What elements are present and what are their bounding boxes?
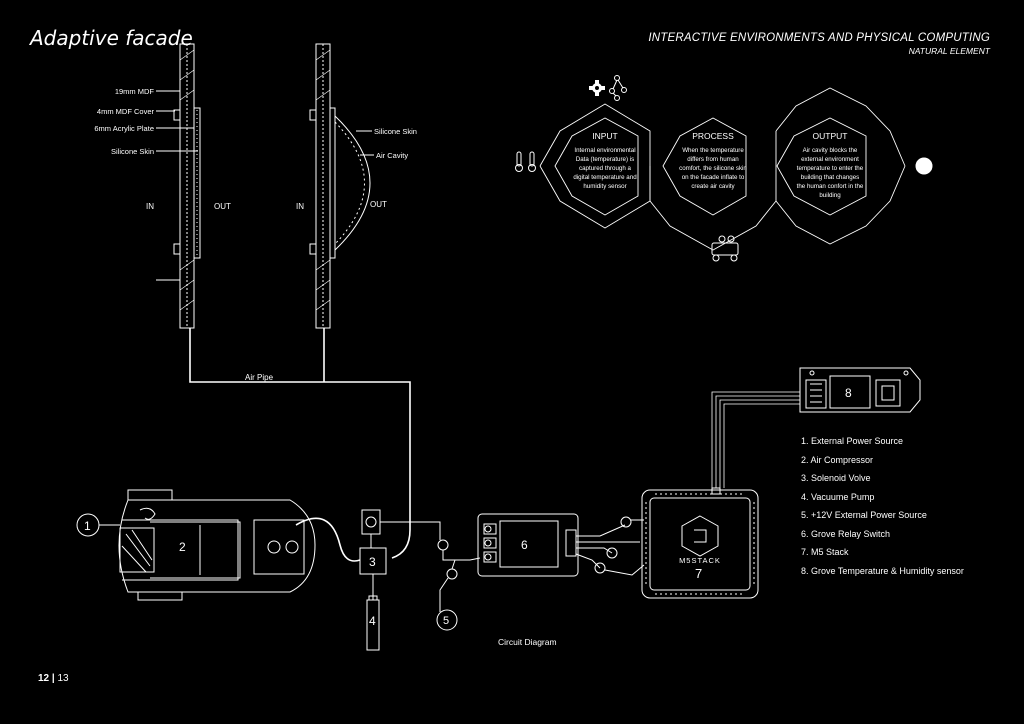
wire-node bbox=[446, 568, 458, 580]
marker-3: 3 bbox=[369, 555, 376, 569]
network-icon bbox=[609, 75, 627, 101]
component-legend: 1. External Power Source 2. Air Compress… bbox=[801, 432, 964, 580]
header-course: INTERACTIVE ENVIRONMENTS AND PHYSICAL CO… bbox=[648, 32, 990, 44]
label-silicone-inflated: Silicone Skin bbox=[374, 127, 417, 136]
page-separator: | bbox=[51, 673, 55, 684]
process-hex bbox=[662, 117, 747, 216]
compressor-icon bbox=[711, 235, 739, 262]
legend-item: 1. External Power Source bbox=[801, 436, 904, 446]
legend-item: 5. +12V External Power Source bbox=[801, 510, 927, 520]
wire-node bbox=[620, 516, 632, 528]
marker-2: 2 bbox=[179, 540, 186, 554]
label-silicone-flat: Silicone Skin bbox=[111, 147, 154, 156]
wire-node bbox=[437, 539, 449, 551]
grove-temp-humidity-sensor bbox=[799, 367, 921, 413]
solenoid-valve bbox=[359, 509, 387, 600]
output-text-line: building that changes bbox=[801, 174, 859, 181]
m5-stack bbox=[641, 487, 759, 599]
label-air-cavity: Air Cavity bbox=[376, 151, 408, 160]
legend-item: 2. Air Compressor bbox=[801, 454, 874, 465]
page-number: 12 | 13 bbox=[38, 673, 69, 684]
page-header: INTERACTIVE ENVIRONMENTS AND PHYSICAL CO… bbox=[648, 32, 990, 56]
output-text-line: temperature to enter the bbox=[797, 165, 864, 172]
output-text-line: external environment bbox=[801, 156, 859, 163]
gear-icon bbox=[589, 80, 605, 96]
input-hex bbox=[554, 117, 639, 216]
output-text-line: building bbox=[819, 192, 841, 199]
ipo-chain bbox=[539, 87, 906, 251]
process-text-line: When the temperature bbox=[682, 147, 744, 154]
input-text-line: Internal environmental bbox=[574, 147, 635, 154]
output-text-line: the human confort in the bbox=[797, 183, 864, 190]
process-title: PROCESS bbox=[692, 131, 734, 141]
circuit-diagram-caption: Circuit Diagram bbox=[498, 637, 557, 647]
air-compressor bbox=[118, 489, 361, 601]
marker-4: 4 bbox=[369, 614, 376, 628]
wire-node bbox=[606, 547, 618, 559]
facade-section-inflated bbox=[309, 43, 371, 329]
page-next: 13 bbox=[57, 673, 69, 684]
process-text-line: create air cavity bbox=[691, 183, 735, 190]
out-label-left: OUT bbox=[214, 202, 231, 211]
legend-item: 8. Grove Temperature & Humidity sensor bbox=[801, 565, 964, 576]
thermometer-icon bbox=[515, 151, 536, 172]
output-endpoint-dot bbox=[915, 157, 933, 175]
wire-node bbox=[594, 562, 606, 574]
in-label-right: IN bbox=[296, 202, 304, 211]
output-text-line: Air cavity blocks the bbox=[803, 147, 858, 154]
process-text-line: differs from human bbox=[687, 156, 739, 163]
marker-8: 8 bbox=[845, 386, 852, 400]
marker-6: 6 bbox=[521, 538, 528, 552]
input-text-line: captured through a bbox=[579, 165, 632, 172]
marker-1: 1 bbox=[84, 519, 91, 533]
input-text-line: Data (temperature) is bbox=[576, 156, 634, 163]
page-title: Adaptive facade bbox=[30, 26, 193, 50]
m5-stack-label: M5STACK bbox=[679, 556, 721, 565]
header-subtitle: NATURAL ELEMENT bbox=[908, 46, 990, 56]
output-title: OUTPUT bbox=[813, 131, 848, 141]
input-text-line: humidity sensor bbox=[583, 183, 626, 190]
legend-item: 3. Solenoid Volve bbox=[801, 473, 871, 483]
out-label-right: OUT bbox=[370, 200, 387, 209]
input-title: INPUT bbox=[592, 131, 618, 141]
label-acrylic: 6mm Acrylic Plate bbox=[94, 124, 154, 133]
process-text-line: on the facade inflate to bbox=[682, 174, 745, 181]
legend-item: 4. Vacuume Pump bbox=[801, 491, 875, 502]
vacuum-pump bbox=[366, 595, 380, 651]
silicone-skin-inflated bbox=[334, 115, 371, 251]
legend-item: 6. Grove Relay Switch bbox=[801, 528, 891, 539]
facade-section-flat bbox=[173, 43, 201, 329]
legend-item: 7. M5 Stack bbox=[801, 547, 849, 557]
page-current: 12 bbox=[38, 673, 50, 684]
process-text-line: comfort, the silicone skin bbox=[679, 165, 747, 172]
acrylic-plate-flat bbox=[193, 107, 201, 259]
air-pipe-label: Air Pipe bbox=[245, 373, 274, 382]
air-pipe bbox=[189, 328, 411, 559]
output-hex bbox=[776, 117, 867, 216]
input-text-line: digital temperature and bbox=[573, 174, 637, 181]
label-mdf-cover: 4mm MDF Cover bbox=[97, 107, 155, 116]
marker-5-circle bbox=[436, 609, 458, 631]
marker-7: 7 bbox=[695, 566, 702, 581]
in-label-left: IN bbox=[146, 202, 154, 211]
grove-relay-switch bbox=[477, 513, 579, 577]
marker-5: 5 bbox=[443, 615, 449, 627]
label-mdf: 19mm MDF bbox=[115, 87, 155, 96]
